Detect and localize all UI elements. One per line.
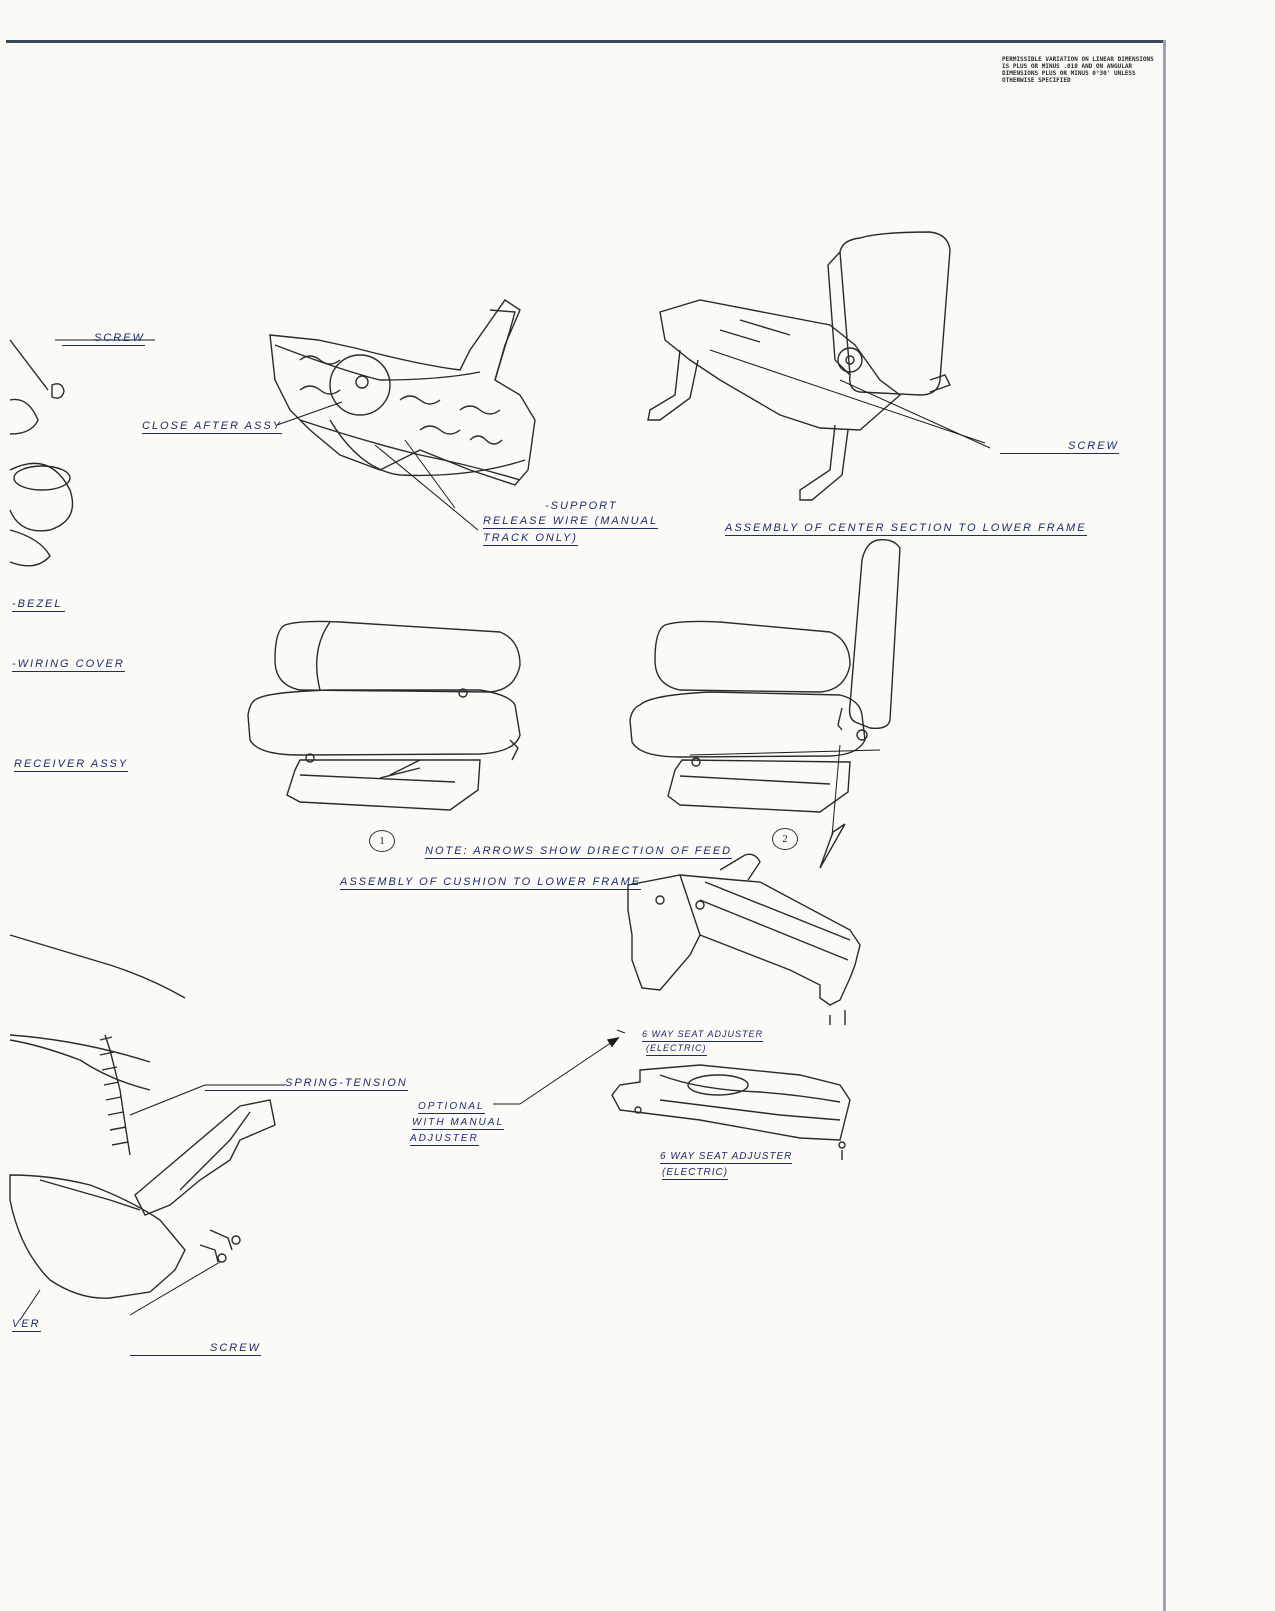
border-right: [1163, 40, 1166, 1611]
label-release-wire-2: TRACK ONLY): [483, 532, 578, 546]
seat-back-frame: [269, 299, 536, 486]
center-section-assembly: [647, 231, 951, 501]
label-6-way-adjuster-2-electric: (ELECTRIC): [662, 1167, 729, 1180]
tolerance-note: PERMISSIBLE VARIATION ON LINEAR DIMENSIO…: [1002, 56, 1154, 84]
label-screw-bottom: SCREW: [130, 1342, 261, 1356]
label-6-way-adjuster-1: 6 WAY SEAT ADJUSTER: [642, 1028, 764, 1042]
label-6-way-adjuster-1-electric: (ELECTRIC): [646, 1042, 707, 1056]
left-partial-parts: [9, 339, 74, 567]
label-optional-1: OPTIONAL: [418, 1101, 485, 1114]
cushion-title: ASSEMBLY OF CUSHION TO LOWER FRAME: [340, 876, 642, 890]
label-support: -SUPPORT: [545, 500, 618, 512]
label-optional-2: WITH MANUAL: [412, 1117, 504, 1130]
step-1-marker: 1: [369, 830, 395, 852]
label-wiring-cover: -WIRING COVER: [12, 658, 125, 672]
border-top: [6, 40, 1166, 43]
label-close-after-assy: CLOSE AFTER ASSY: [142, 420, 282, 434]
label-optional-3: ADJUSTER: [410, 1133, 479, 1146]
label-bezel: -BEZEL: [12, 598, 65, 612]
step-2-marker: 2: [772, 828, 798, 850]
center-section-title: ASSEMBLY OF CENTER SECTION TO LOWER FRAM…: [725, 522, 1087, 536]
note-arrows: NOTE: ARROWS SHOW DIRECTION OF FEED: [425, 845, 733, 859]
label-screw-right: SCREW: [1000, 440, 1119, 454]
label-6-way-adjuster-2: 6 WAY SEAT ADJUSTER: [660, 1151, 793, 1164]
lower-seat-assembly: [9, 934, 276, 1299]
seat-adjuster-electric: [611, 1064, 851, 1160]
label-cover-partial: VER: [12, 1318, 41, 1332]
seat-adjuster-manual: [627, 853, 861, 1025]
label-spring-tension: SPRING-TENSION: [205, 1077, 408, 1091]
label-screw-top-left: SCREW: [62, 332, 145, 346]
cushion-assembly-step-1: [247, 620, 521, 811]
label-release-wire-1: RELEASE WIRE (MANUAL: [483, 515, 659, 529]
label-receiver-assy: RECEIVER ASSY: [14, 758, 129, 772]
cushion-assembly-step-2: [629, 538, 901, 869]
